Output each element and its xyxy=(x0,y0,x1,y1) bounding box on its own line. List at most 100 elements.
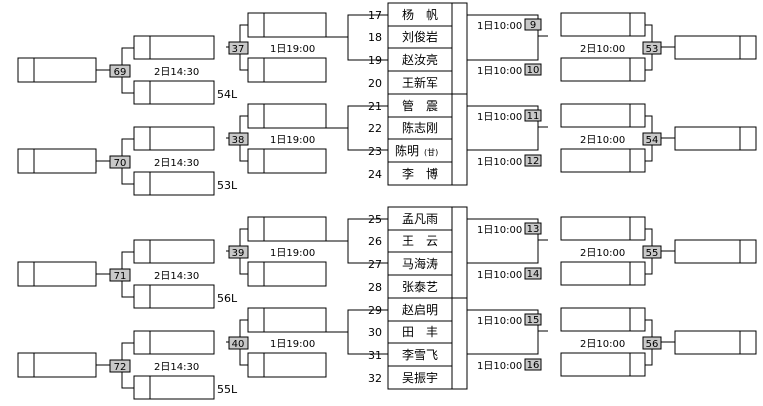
left-round-1: 37 38 39 40 1日19:00 1日19:00 1日19:00 1日19… xyxy=(226,12,388,378)
match-box xyxy=(524,109,542,122)
entry-slot xyxy=(133,126,215,151)
seed-number: 24 xyxy=(368,168,382,181)
match-box xyxy=(524,313,542,326)
match-box xyxy=(524,63,542,76)
player-name: 张泰艺 xyxy=(402,280,438,294)
player-name-suffix: (甘) xyxy=(424,147,438,157)
player-name: 马海涛 xyxy=(402,256,438,271)
winner-slot xyxy=(560,57,646,82)
right-r1-slots xyxy=(560,12,646,377)
match-box xyxy=(109,359,131,373)
entry-slot xyxy=(133,330,215,355)
left-round-2: 69 70 71 72 2日14:30 2日14:30 2日14:30 2日14… xyxy=(17,35,238,400)
match-time: 2日10:00 xyxy=(580,248,625,259)
match-box xyxy=(524,222,542,235)
match-number: 56 xyxy=(646,339,659,350)
match-number: 54 xyxy=(646,135,659,146)
winner-slot xyxy=(560,148,646,173)
match-box xyxy=(109,268,131,282)
match-time: 1日10:00 xyxy=(477,316,522,327)
seed-number: 22 xyxy=(368,122,382,135)
match-time: 2日14:30 xyxy=(154,67,199,78)
seed-number: 28 xyxy=(368,281,382,294)
player-name: 陈志刚 xyxy=(402,120,438,135)
player-name: 管 震 xyxy=(402,98,438,113)
player-name: 孟凡雨 xyxy=(402,212,438,226)
match-time: 2日10:00 xyxy=(580,135,625,146)
seed-number: 23 xyxy=(368,145,382,158)
player-name: 赵启明 xyxy=(402,303,438,317)
loser-reference: 56L xyxy=(217,292,238,305)
match-number: 16 xyxy=(527,360,540,371)
winner-slot xyxy=(560,261,646,286)
match-box xyxy=(228,336,249,350)
seed-number: 26 xyxy=(368,235,382,248)
loser-reference: 53L xyxy=(217,179,238,192)
match-time: 1日19:00 xyxy=(270,135,315,146)
entry-slot xyxy=(133,239,215,264)
seed-number: 27 xyxy=(368,258,382,271)
match-time: 1日10:00 xyxy=(477,361,522,372)
match-time: 1日19:00 xyxy=(270,248,315,259)
player-name: 田 丰 xyxy=(402,325,438,339)
entry-slot xyxy=(133,35,215,60)
entry-slot xyxy=(133,80,215,105)
entry-slot xyxy=(133,171,215,196)
match-number: 55 xyxy=(646,248,659,259)
entry-slot xyxy=(247,103,327,129)
winner-slot xyxy=(17,352,97,378)
entry-slot xyxy=(247,352,327,378)
player-name: 刘俊岩 xyxy=(402,29,438,44)
entry-slot xyxy=(133,284,215,309)
match-box xyxy=(228,132,249,146)
match-number: 39 xyxy=(232,248,245,259)
match-time: 1日10:00 xyxy=(477,225,522,236)
winner-slot xyxy=(560,352,646,377)
match-time: 2日10:00 xyxy=(580,44,625,55)
right-round-2: 53 54 55 56 2日10:00 2日10:00 2日10:00 2日10… xyxy=(580,24,757,366)
player-name: 赵汝亮 xyxy=(402,52,438,67)
match-time: 1日10:00 xyxy=(477,270,522,281)
right-round-1: 9 10 11 12 13 14 15 16 1日10:00 1日10:00 1… xyxy=(467,14,548,372)
match-time: 2日14:30 xyxy=(154,362,199,373)
match-box xyxy=(524,18,542,31)
entry-slot xyxy=(247,216,327,242)
match-number: 12 xyxy=(527,156,540,167)
seed-number: 30 xyxy=(368,326,382,339)
player-name: 陈明 xyxy=(395,143,419,158)
seed-number: 32 xyxy=(368,372,382,385)
player-name: 王新军 xyxy=(402,75,438,90)
match-time: 1日19:00 xyxy=(270,44,315,55)
match-box xyxy=(524,358,542,371)
player-name: 李 博 xyxy=(402,166,438,181)
match-box xyxy=(228,41,249,55)
match-time: 1日10:00 xyxy=(477,112,522,123)
match-time: 1日10:00 xyxy=(477,66,522,77)
winner-slot xyxy=(560,12,646,37)
entry-slot xyxy=(133,375,215,400)
match-number: 38 xyxy=(232,135,245,146)
match-box xyxy=(642,41,662,55)
match-box xyxy=(109,64,131,78)
match-time: 2日14:30 xyxy=(154,158,199,169)
match-time: 1日10:00 xyxy=(477,21,522,32)
winner-slot xyxy=(674,35,757,60)
winner-slot xyxy=(560,216,646,241)
seed-column: 17 18 19 20 21 22 23 24 25 26 27 28 29 3… xyxy=(368,2,468,390)
winner-slot xyxy=(17,57,97,83)
match-number: 13 xyxy=(527,224,540,235)
match-time: 2日10:00 xyxy=(580,339,625,350)
match-number: 11 xyxy=(527,111,540,122)
match-number: 72 xyxy=(114,362,127,373)
match-time: 1日19:00 xyxy=(270,339,315,350)
player-name: 杨 帆 xyxy=(402,7,438,22)
entry-slot xyxy=(247,148,327,174)
entry-slot xyxy=(247,12,327,38)
match-time: 2日14:30 xyxy=(154,271,199,282)
winner-slot xyxy=(560,103,646,128)
entry-slot xyxy=(247,307,327,333)
match-number: 69 xyxy=(114,67,127,78)
seed-number: 18 xyxy=(368,31,382,44)
match-number: 14 xyxy=(527,269,540,280)
